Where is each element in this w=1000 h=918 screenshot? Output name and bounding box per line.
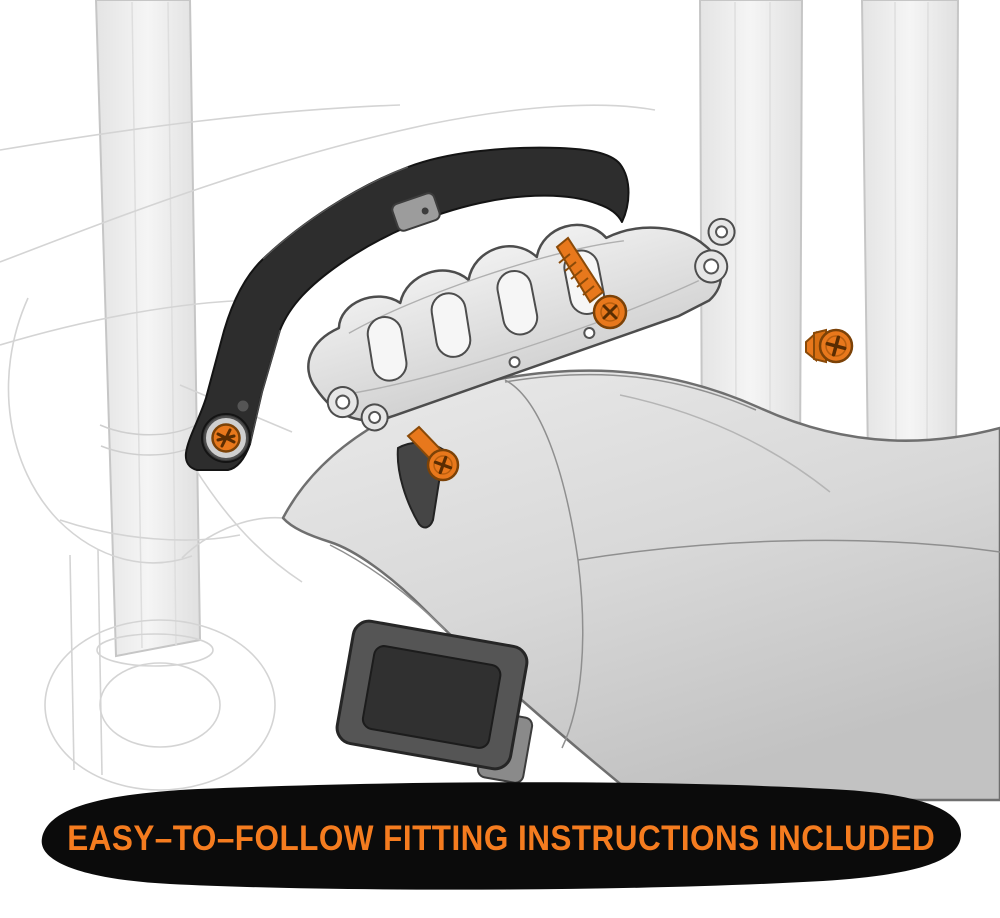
bolt-long: [555, 236, 628, 330]
banner-text: EASY–TO–FOLLOW FITTING INSTRUCTIONS INCL…: [28, 780, 975, 898]
banner-background: [41, 782, 962, 890]
bracket-holes: [335, 225, 729, 424]
fork-tube-right: [860, 0, 960, 463]
fender-vent: [335, 619, 534, 784]
fork-tube-left: [94, 0, 202, 658]
ghost-outline: [0, 104, 656, 791]
banner-label: EASY–TO–FOLLOW FITTING INSTRUCTIONS INCL…: [67, 819, 936, 858]
fork-tubes: [94, 0, 960, 658]
fastener-left: [204, 416, 248, 460]
screw-right: [805, 328, 854, 364]
orange-fasteners: [204, 236, 854, 482]
screw-center: [406, 425, 460, 482]
banner: EASY–TO–FOLLOW FITTING INSTRUCTIONS INCL…: [28, 780, 975, 898]
